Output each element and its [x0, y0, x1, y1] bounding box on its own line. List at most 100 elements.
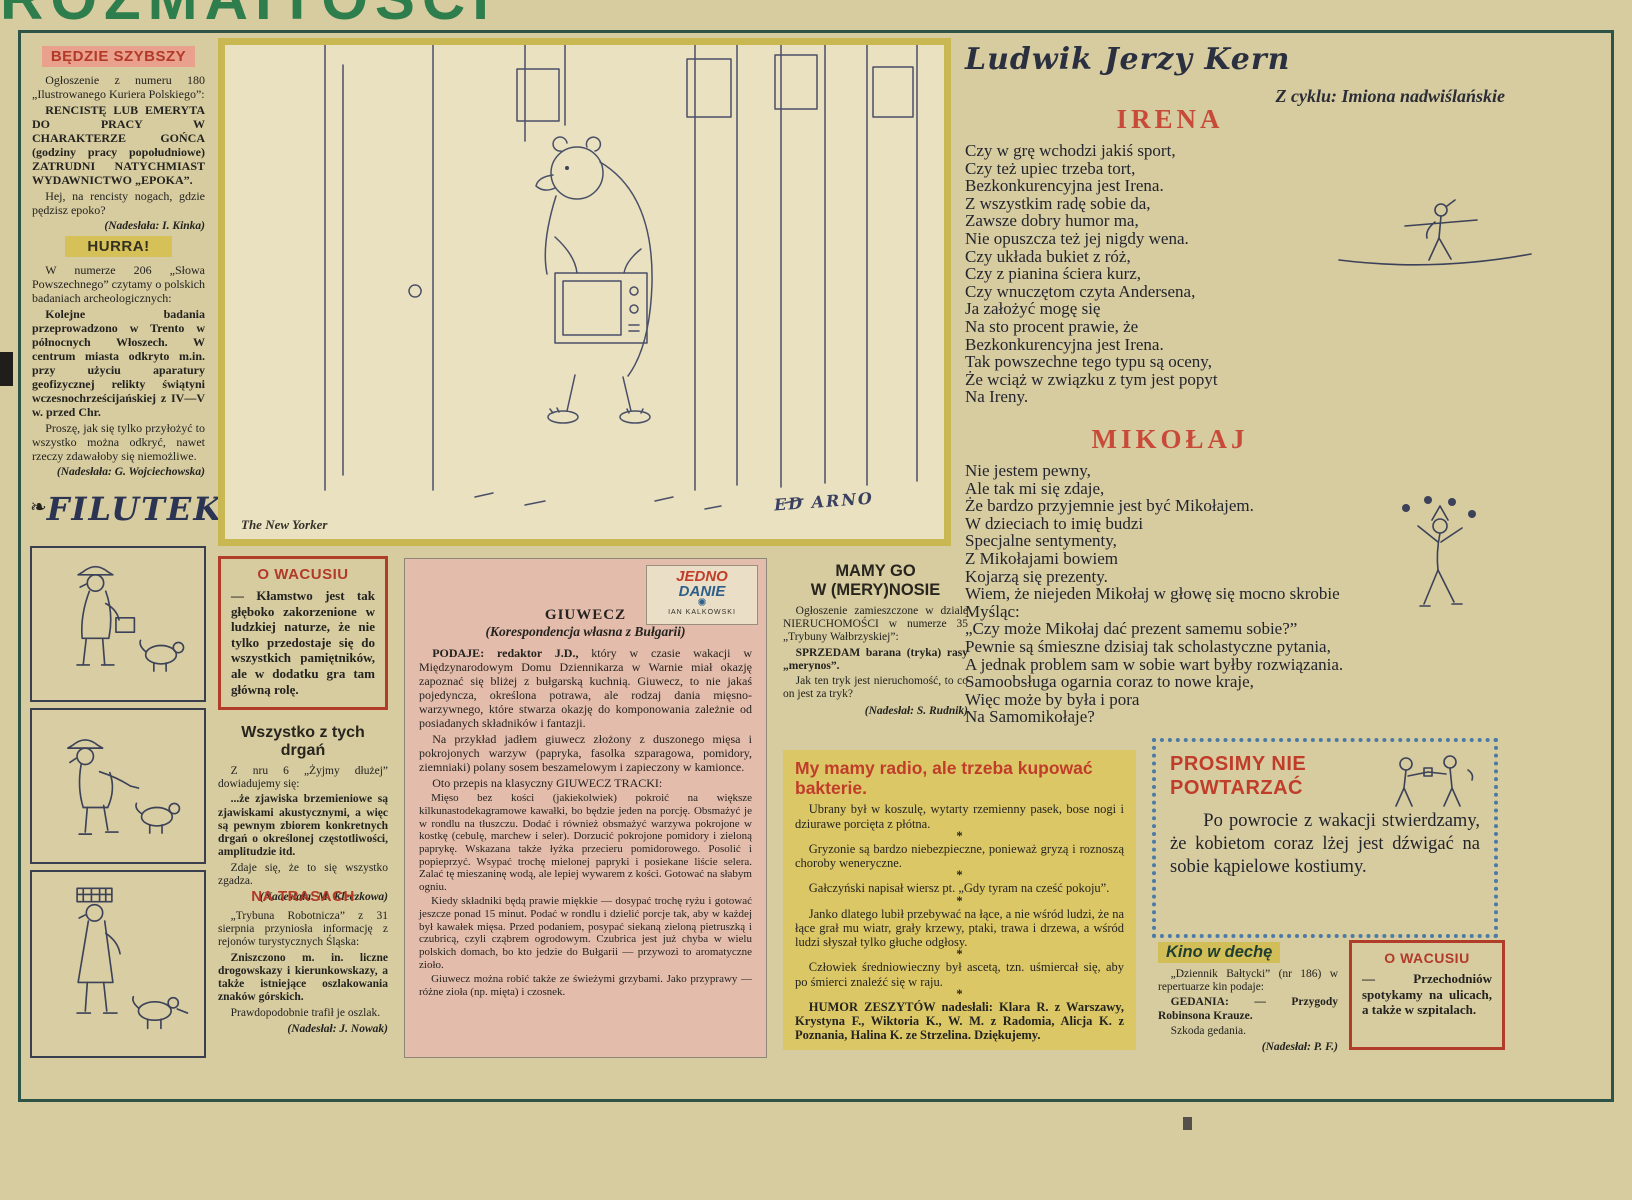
- masthead: ROZMAITOŚCI: [0, 0, 560, 25]
- scan-artifact: [1183, 1117, 1192, 1130]
- humor-item: Gałczyński napisał wiersz pt. „Gdy tyram…: [795, 881, 1124, 906]
- humor-title: My mamy radio, ale trzeba kupować bakter…: [795, 758, 1093, 799]
- paragraph: Ogłoszenie zamieszczone w dziale NIERUCH…: [783, 605, 968, 644]
- paragraph: SPRZEDAM barana (tryka) rasy „merynos”.: [783, 646, 968, 672]
- filutek-panel-2-drawing: [67, 739, 181, 835]
- section-title: NA TRASACH: [251, 888, 355, 905]
- poem-line: Specjalne sentymenty,: [965, 531, 1117, 551]
- poem-line: A jednak problem sam w sobie wart byłby …: [965, 654, 1344, 674]
- comic-title: FILUTEK: [46, 490, 224, 528]
- cartoon-drawing-bear-with-tv: [324, 45, 918, 510]
- humor-item: Ubrany był w koszulę, wytarty rzemienny …: [795, 802, 1124, 842]
- poem-line: Samoobsługa ogarnia coraz to nowe kraje,: [965, 672, 1254, 692]
- poem-title-mikolaj: MIKOŁAJ: [1091, 424, 1249, 454]
- section-drgania: Wszystko z tych drgań Z nru 6 „Żyjmy dłu…: [218, 724, 388, 903]
- box-humor-zeszytow: My mamy radio, ale trzeba kupować bakter…: [783, 750, 1136, 1050]
- paragraph: Kolejne badania przeprowadzono w Trento …: [32, 307, 205, 420]
- paragraph: Hej, na rencisty nogach, gdzie pędzisz e…: [32, 189, 205, 218]
- box-body: — Kłamstwo jest tak głęboko zakorzenione…: [231, 588, 375, 697]
- poem-line: Kojarzą się prezenty.: [965, 566, 1108, 586]
- section-na-trasach: NA TRASACH „Trybuna Robotnicza” z 31 sie…: [218, 888, 388, 1035]
- juggler-illustration: [1402, 496, 1476, 607]
- paragraph: Zdaje się, że to się wszystko zgadza.: [218, 861, 388, 887]
- box-prosimy-nie-powtarzac: PROSIMY NIE POWTARZAĆ Po powrocie z waka…: [1152, 738, 1498, 938]
- credit: (Nadesłał: S. Rudnik): [864, 704, 968, 717]
- poem-irena: Czy w grę wchodzi jakiś sport,Czy też up…: [965, 142, 1218, 406]
- credit: (Nadesłał: P. F.): [1261, 1041, 1338, 1054]
- poem-line: Pewnie są śmieszne dzisiaj tak scholasty…: [965, 636, 1331, 656]
- paragraph: Kiedy składniki będą prawie miękkie — do…: [419, 895, 752, 971]
- leaf-ornament-icon: ❧: [30, 496, 47, 519]
- poem-line: Czy też upiec trzeba tort,: [965, 158, 1136, 178]
- scan-artifact: [0, 352, 13, 386]
- paragraph: Na przykład jadłem giuwecz złożony z dus…: [419, 732, 752, 775]
- box-o-wacusiu-2: O WACUSIU — Przechodniów spotykamy na ul…: [1349, 940, 1505, 1050]
- page-frame: [18, 30, 1614, 1102]
- humor-item: Człowiek średniowieczny był ascetą, tzn.…: [795, 960, 1124, 1000]
- logo-line-1: JEDNO: [676, 568, 728, 585]
- poem-line: Wiem, że niejeden Mikołaj w głowę się mo…: [965, 584, 1340, 604]
- poem-line: Na Samomikołaje?: [965, 707, 1095, 727]
- poem-line: Że bardzo przyjemnie jest być Mikołajem.: [965, 496, 1254, 516]
- paragraph: Giuwecz można robić także ze świeżymi gr…: [419, 973, 752, 998]
- humor-item: HUMOR ZESZYTÓW nadesłali: Klara R. z War…: [795, 999, 1124, 1043]
- filutek-panel-1: [30, 546, 206, 702]
- credit: (Nadesłał: J. Nowak): [287, 1022, 388, 1035]
- poem-line: Zawsze dobry humor ma,: [965, 211, 1139, 231]
- logo-author: IAN KALKOWSKI: [668, 609, 736, 616]
- box-body: Po powrocie z wakacji stwierdzamy, że ko…: [1170, 811, 1480, 878]
- box-title: O WACUSIU: [257, 566, 349, 583]
- paragraph: Z nru 6 „Żyjmy dłużej” dowiadujemy się:: [218, 765, 388, 791]
- box-title: O WACUSIU: [1384, 950, 1470, 966]
- poem-line: Nie jestem pewny,: [965, 461, 1091, 480]
- poem-mikolaj: Nie jestem pewny,Ale tak mi się zdaje,Że…: [965, 462, 1343, 726]
- paragraph: PODAJE: redaktor J.D., który w czasie wa…: [419, 646, 752, 730]
- tightrope-walker-illustration: [1338, 199, 1532, 266]
- paragraph-lead: PODAJE: redaktor J.D.,: [432, 646, 579, 660]
- filutek-panel-3-drawing: [76, 887, 189, 1030]
- poem-line: Na Ireny.: [965, 387, 1029, 407]
- section-hurra: HURRA! W numerze 206 „Słowa Powszechnego…: [32, 236, 205, 478]
- credit: (Nadesłała: I. Kinka): [104, 220, 205, 233]
- masthead-title: ROZMAITOŚCI: [0, 0, 560, 25]
- poem-line: Więc może by była i pora: [965, 689, 1140, 709]
- paragraph: GEDANIA: — Przygody Robinsona Krauze.: [1158, 996, 1338, 1022]
- section-title: BĘDZIE SZYBSZY: [42, 46, 195, 67]
- credit: (Nadesłała: G. Wojciechowska): [56, 466, 205, 479]
- poem-line: Czy z pianina ściera kurz,: [965, 264, 1142, 284]
- poem-line: Na sto procent prawie, że: [965, 316, 1139, 336]
- poem-title-irena: IRENA: [1116, 104, 1224, 134]
- logo-line-2: DANIE: [678, 583, 726, 600]
- box-o-wacusiu-1: O WACUSIU — Kłamstwo jest tak głęboko za…: [218, 556, 388, 710]
- box-giuwecz: JEDNO DANIE ✺ IAN KALKOWSKI GIUWECZ (Kor…: [404, 558, 767, 1058]
- article-title: GIUWECZ: [544, 607, 627, 623]
- poem-line: Nie opuszcza też jej nigdy wena.: [965, 228, 1189, 248]
- section-title: Wszystko z tych drgań: [241, 724, 365, 759]
- logo-swirl-icon: ✺: [697, 597, 707, 609]
- poem-line: W dzieciach to imię budzi: [965, 513, 1144, 533]
- article-subtitle: (Korespondencja własna z Bułgarii): [485, 624, 686, 639]
- paragraph: Ogłoszenie z numeru 180 „Ilustrowanego K…: [32, 73, 205, 102]
- poem-line: Ja założyć mogę się: [965, 299, 1101, 319]
- paragraph: „Trybuna Robotnicza” z 31 sierpnia przyn…: [218, 910, 388, 949]
- poem-line: Że wciąż w związku z tym jest popyt: [965, 369, 1218, 389]
- poem-line: Ale tak mi się zdaje,: [965, 478, 1105, 498]
- humor-item: Gryzonie są bardzo niebezpieczne, poniew…: [795, 842, 1124, 882]
- paragraph: Oto przepis na klasyczny GIUWECZ TRACKI:: [432, 776, 663, 791]
- paragraph: Zniszczono m. in. liczne drogowskazy i k…: [218, 951, 388, 1004]
- poem-line: „Czy może Mikołaj dać prezent samemu sob…: [965, 619, 1298, 639]
- paragraph: W numerze 206 „Słowa Powszechnego” czyta…: [32, 263, 205, 306]
- beach-figures-illustration: [1395, 755, 1474, 807]
- box-body: — Przechodniów spotykamy na ulicach, a t…: [1362, 971, 1492, 1018]
- section-title: MAMY GO W (MERY)NOSIE: [810, 562, 941, 599]
- jedno-danie-logo: JEDNO DANIE ✺ IAN KALKOWSKI: [646, 565, 758, 625]
- poem-line: Bezkonkurencyjna jest Irena.: [965, 334, 1164, 354]
- poem-line: Myśląc:: [965, 601, 1020, 621]
- filutek-panel-2: [30, 708, 206, 864]
- section-title: Kino w dechę: [1158, 942, 1281, 963]
- poem-line: Tak powszechne tego typu są oceny,: [965, 352, 1212, 372]
- credit: (Nadesłała: M. Kleczkowa): [259, 890, 388, 903]
- cartoon-caption: The New Yorker: [241, 517, 328, 532]
- new-yorker-cartoon: The New Yorker ED ARNO: [218, 38, 951, 546]
